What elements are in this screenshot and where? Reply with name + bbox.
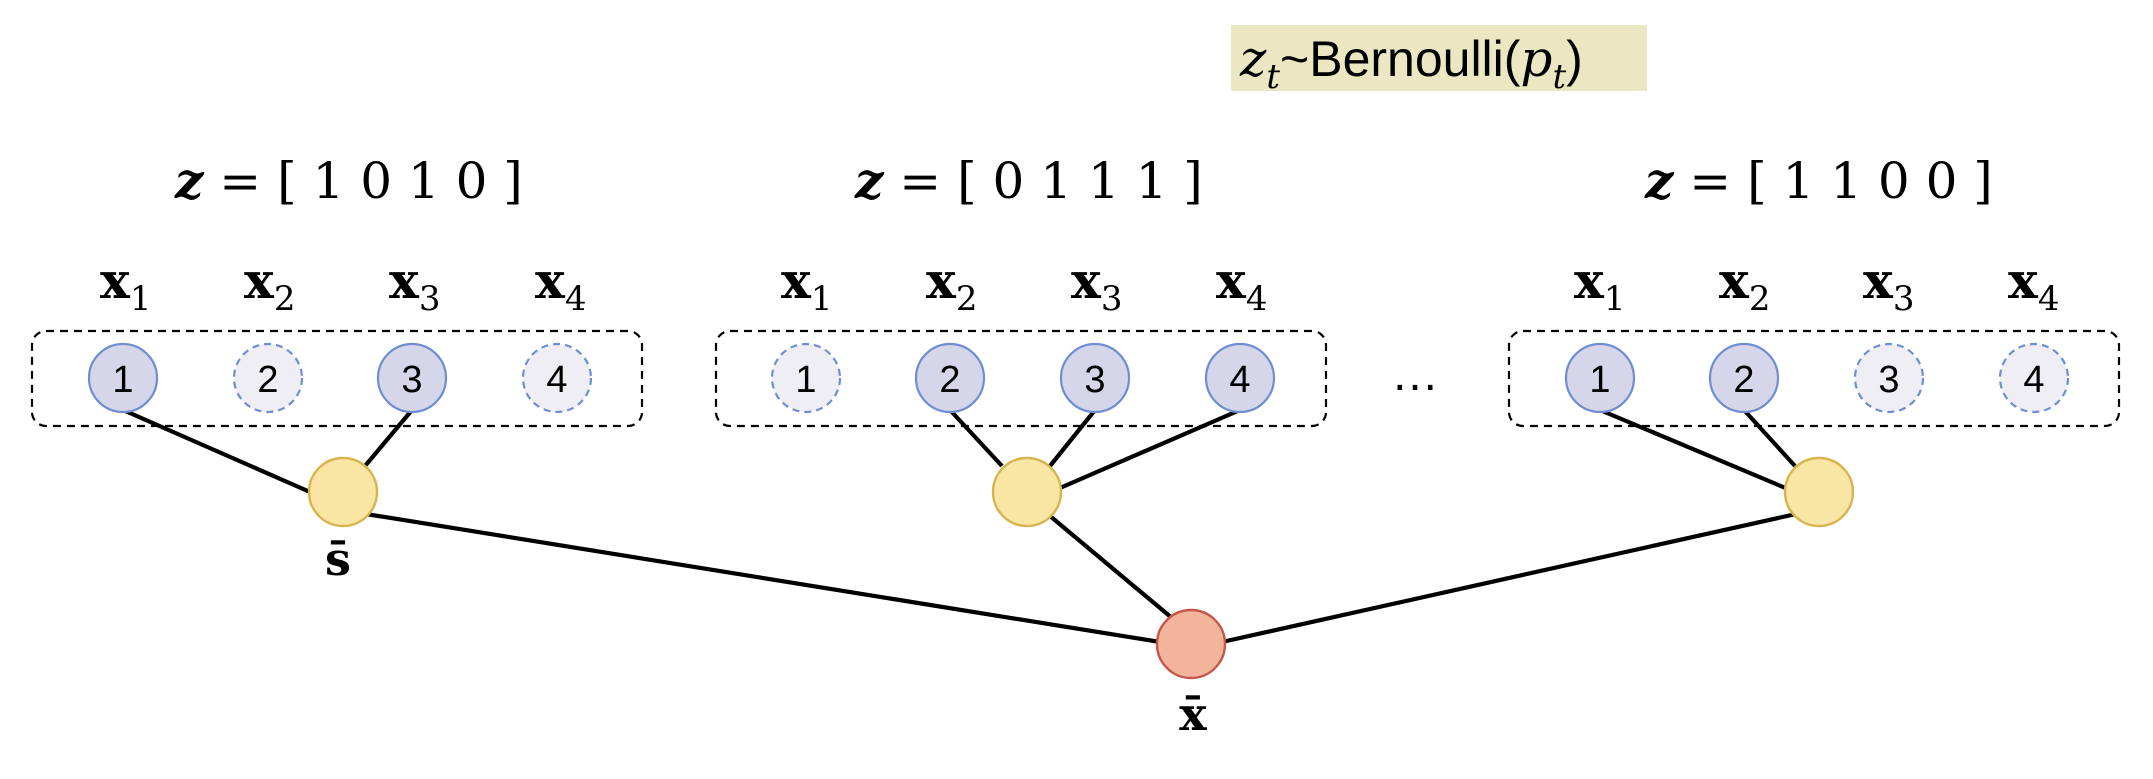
svg-text:zt~Bernoulli(pt): zt~Bernoulli(pt) — [1239, 30, 1583, 97]
group-2-node-1-label: 1 — [795, 359, 816, 401]
group-2-node-3-active — [1059, 342, 1131, 414]
group-2-x4-label: x4 — [1216, 251, 1267, 319]
formula-p-sub: t — [1552, 57, 1566, 97]
s-bar-label: s̄ — [325, 532, 351, 586]
group-2-z-vector: z = [ 0 1 1 1 ] — [854, 151, 1203, 210]
group-3-x1-label: x1 — [1574, 251, 1625, 319]
group-3: z = [ 1 1 0 0 ] x1 x2 x3 x4 1 2 3 4 — [1507, 151, 2121, 528]
group-2-box — [714, 329, 1328, 428]
group-2-node-4-active — [1204, 342, 1276, 414]
edge-s2-root — [1048, 514, 1174, 620]
group-1-box — [30, 329, 644, 428]
group-2-aggregate-node — [991, 456, 1063, 528]
group-3-x4-label: x4 — [2008, 251, 2059, 319]
group-1-node-4-inactive — [521, 342, 593, 414]
group-2-node-3-label: 3 — [1084, 359, 1105, 401]
formula-z: z — [1239, 30, 1267, 88]
edge-g2-n4 — [1059, 408, 1241, 490]
group-3-node-4-inactive — [1998, 342, 2070, 414]
group-1-node-2-inactive — [232, 342, 304, 414]
edges — [122, 408, 1797, 645]
group-2-node-2-label: 2 — [939, 359, 960, 401]
group-1-node-1-active — [87, 342, 159, 414]
formula-background — [1231, 25, 1647, 91]
group-3-node-3-label: 3 — [1878, 359, 1899, 401]
group-1-node-4-label: 4 — [546, 359, 567, 401]
group-3-x3-label: x3 — [1863, 251, 1914, 319]
group-3-node-1-active — [1564, 342, 1636, 414]
group-2-x1-label: x1 — [781, 251, 832, 319]
x-bar-label: x̄ — [1179, 687, 1207, 741]
group-1-node-2-label: 2 — [257, 359, 278, 401]
root-node — [1155, 608, 1227, 680]
edge-g3-n2 — [1742, 408, 1797, 468]
group-1-z-vector: z = [ 1 0 1 0 ] — [174, 151, 523, 210]
group-3-x2-label: x2 — [1719, 251, 1770, 319]
group-3-node-2-active — [1708, 342, 1780, 414]
formula-close: ) — [1566, 31, 1583, 87]
group-1-x2-label: x2 — [244, 251, 295, 319]
group-1-node-1-label: 1 — [112, 359, 133, 401]
edge-g2-n3 — [1048, 408, 1097, 468]
group-3-z-vector: z = [ 1 1 0 0 ] — [1644, 151, 1993, 210]
ellipsis: … — [1391, 348, 1439, 401]
formula-p: p — [1520, 30, 1552, 88]
group-3-box — [1507, 329, 2121, 428]
edge-g3-n1 — [1599, 408, 1796, 494]
group-2-node-4-label: 4 — [1229, 359, 1250, 401]
bernoulli-formula: zt~Bernoulli(pt) — [1231, 25, 1647, 97]
group-2-x3-label: x3 — [1071, 251, 1122, 319]
group-1-x4-label: x4 — [535, 251, 586, 319]
formula-dist: ~Bernoulli( — [1280, 31, 1521, 87]
group-1-x3-label: x3 — [389, 251, 440, 319]
edge-g2-n2 — [948, 408, 1004, 468]
group-2-x2-label: x2 — [926, 251, 977, 319]
group-1-node-3-active — [376, 342, 448, 414]
edge-g1-n1 — [122, 408, 311, 494]
group-1-aggregate-node — [307, 456, 379, 528]
edge-g1-n3 — [363, 408, 414, 468]
group-1-x1-label: x1 — [100, 251, 151, 319]
group-2-node-2-active — [914, 342, 986, 414]
group-2-node-1-inactive — [770, 342, 842, 414]
formula-z-sub: t — [1266, 57, 1280, 97]
group-3-node-2-label: 2 — [1733, 359, 1754, 401]
group-3-node-1-label: 1 — [1589, 359, 1610, 401]
group-1-node-3-label: 3 — [401, 359, 422, 401]
edge-s1-root — [365, 511, 1161, 645]
group-3-node-3-inactive — [1853, 342, 1925, 414]
group-1: z = [ 1 0 1 0 ] x1 x2 x3 x4 1 2 3 4 s̄ — [30, 151, 644, 586]
edge-s3-root — [1221, 511, 1797, 645]
group-3-node-4-label: 4 — [2023, 359, 2044, 401]
group-3-aggregate-node — [1783, 456, 1855, 528]
group-2: z = [ 0 1 1 1 ] x1 x2 x3 x4 1 2 3 4 — [714, 151, 1328, 528]
